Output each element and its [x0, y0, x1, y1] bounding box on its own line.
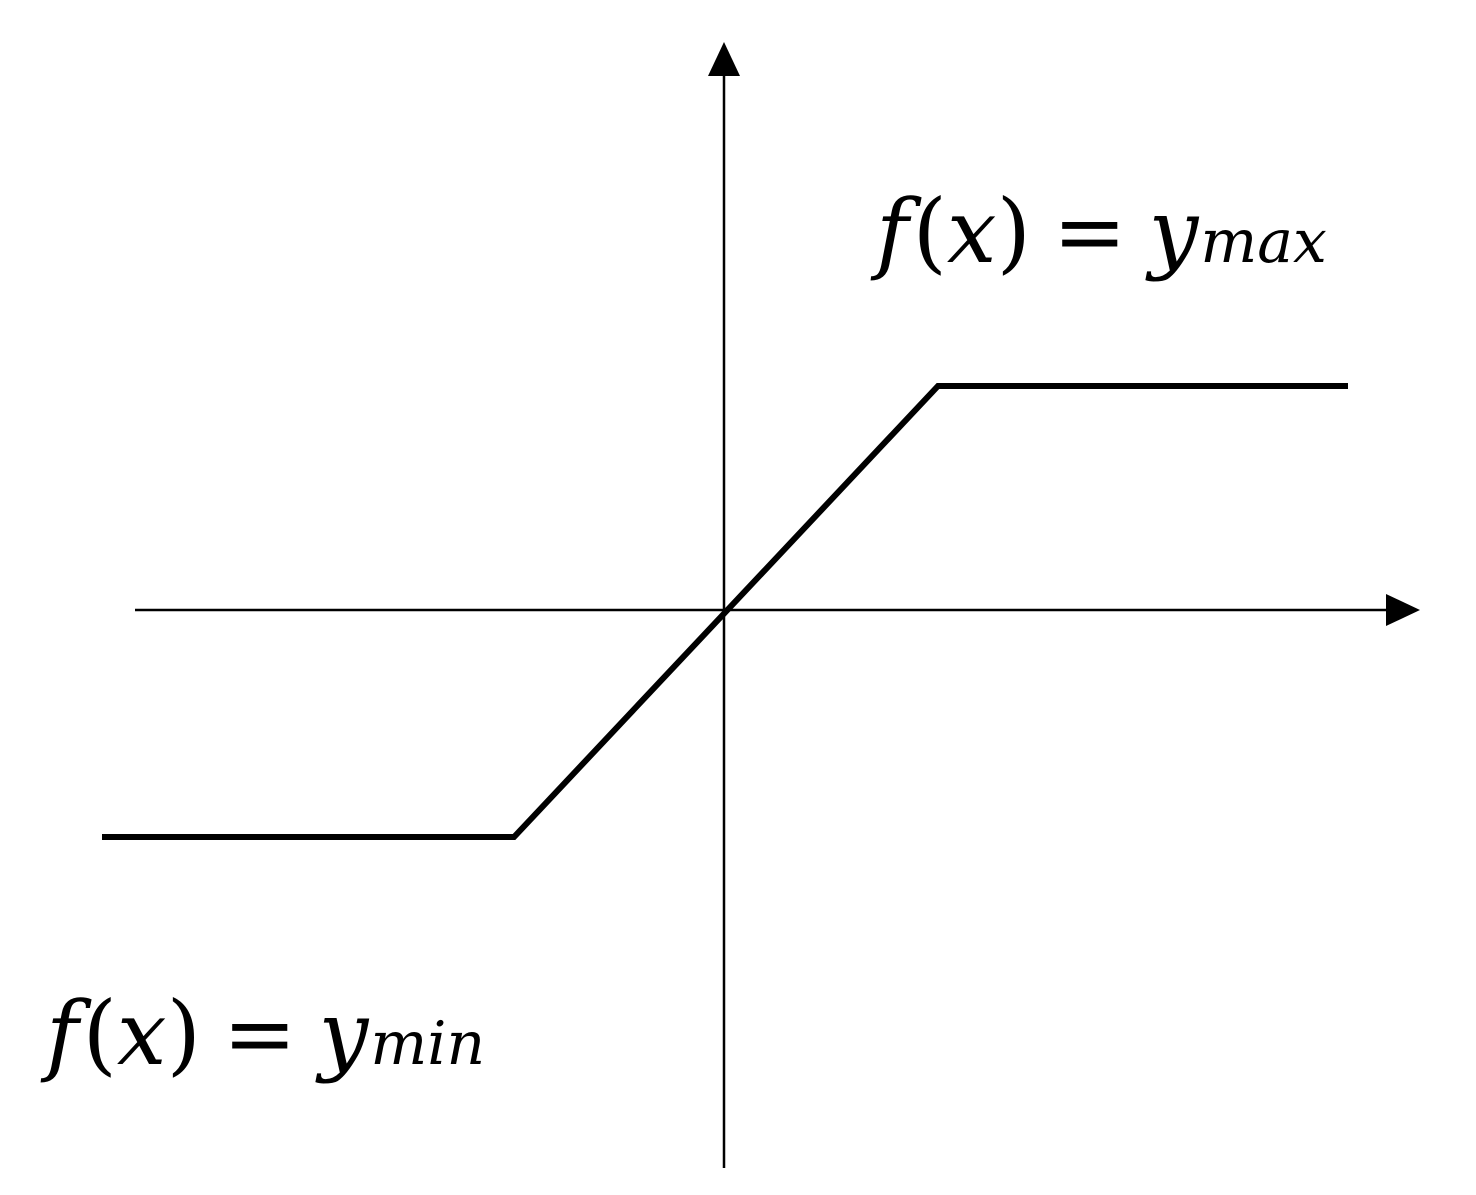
- upper-label-subscript: max: [1200, 207, 1327, 277]
- lower-label-close-paren: ): [167, 982, 201, 1085]
- lower-label-var: x: [117, 982, 167, 1085]
- upper-label-equals: =: [1053, 180, 1127, 283]
- upper-label-y: y: [1145, 180, 1200, 283]
- lower-label: f(x)=ymin: [40, 982, 485, 1085]
- lower-label-open-paren: (: [83, 982, 117, 1085]
- lower-label-y: y: [315, 982, 370, 1085]
- lower-label-equals: =: [223, 982, 297, 1085]
- x-axis-arrowhead: [1386, 594, 1420, 626]
- lower-label-subscript: min: [370, 1009, 485, 1079]
- function-curve: [102, 383, 1348, 840]
- y-axis-arrowhead: [708, 42, 740, 76]
- upper-label-close-paren: ): [997, 180, 1031, 283]
- upper-label: f(x)=ymax: [870, 180, 1327, 283]
- upper-label-open-paren: (: [913, 180, 947, 283]
- upper-label-var: x: [947, 180, 997, 283]
